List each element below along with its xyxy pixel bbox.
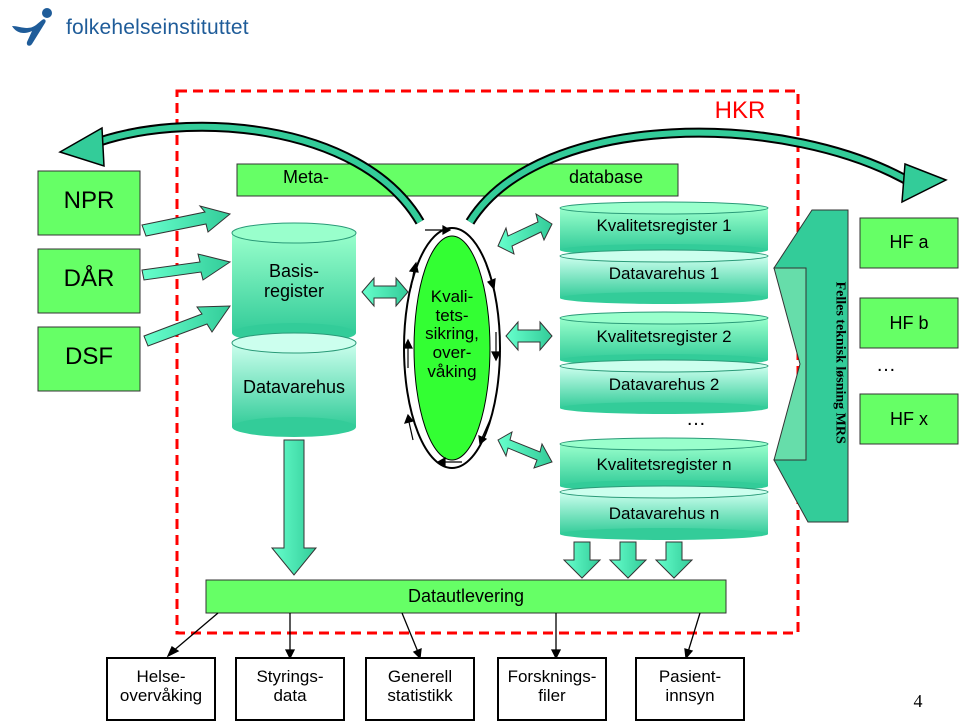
arrow-dar-to-basis (141, 253, 232, 281)
registers-ellipsis: … (686, 408, 706, 430)
output-1-label: Helse- overvåking (119, 667, 203, 705)
hf-b-label: HF b (889, 313, 929, 333)
delivery-lines (166, 612, 701, 660)
meta-label-right: database (568, 167, 644, 187)
arrow-npr-to-basis (141, 205, 232, 237)
register-stack (559, 201, 769, 540)
output-box-4 (497, 657, 607, 721)
source-dar-label: DÅR (63, 265, 115, 292)
meta-label-left: Meta- (282, 167, 329, 187)
arrow-reg-to-delivery-1 (562, 541, 602, 579)
hkr-boundary (175, 89, 800, 635)
curved-arrow-left-head (58, 126, 105, 168)
hf-a-label: HF a (889, 232, 929, 252)
brand-logo: folkehelseinstituttet (6, 4, 306, 48)
title-hkr: HKR (714, 97, 766, 124)
meta-database-bar (236, 163, 679, 197)
brand-name: folkehelseinstituttet (66, 16, 249, 39)
register-1-label: Kvalitetsregister 1 (596, 216, 732, 235)
arrow-dsf-to-basis (143, 305, 231, 347)
circulation-arrows (403, 224, 501, 468)
basis-cylinder (231, 222, 357, 437)
output-2-label: Styrings- data (256, 667, 324, 705)
datavarehus-1-label: Datavarehus 1 (608, 264, 720, 283)
output-box-1 (106, 657, 216, 721)
hf-box-a (859, 217, 959, 269)
output-5-label: Pasient- innsyn (658, 667, 722, 705)
basis-register-label: Basis- register (263, 261, 325, 301)
output-box-2 (235, 657, 345, 721)
hf-box-x (859, 393, 959, 445)
register-n-label: Kvalitetsregister n (596, 455, 732, 474)
quality-loop-inner (413, 235, 491, 461)
basis-datavarehus-label: Datavarehus (242, 377, 346, 397)
logo-icon (12, 8, 52, 46)
arrow-quality-reg1 (497, 212, 553, 255)
curved-arrow-left-inner (88, 123, 423, 224)
source-box-npr (37, 170, 141, 236)
output-box-3 (365, 657, 475, 721)
source-dsf-label: DSF (65, 343, 113, 370)
curved-arrow-right-head (901, 162, 948, 204)
arrow-quality-reg2 (505, 320, 553, 352)
register-2-label: Kvalitetsregister 2 (596, 327, 732, 346)
page-number: 4 (913, 691, 923, 711)
hf-x-label: HF x (890, 409, 928, 429)
felles-mrs-label: Felles teknisk løsning MRS (832, 281, 848, 444)
delivery-label: Datautlevering (407, 586, 525, 606)
arrow-basis-quality (361, 276, 409, 308)
arrow-reg-to-delivery-2 (608, 541, 648, 579)
datavarehus-n-label: Datavarehus n (608, 504, 720, 523)
source-box-dsf (37, 326, 141, 392)
source-npr-label: NPR (63, 187, 115, 214)
output-box-5 (635, 657, 745, 721)
output-4-label: Forsknings- filer (507, 667, 597, 705)
source-box-dar (37, 248, 141, 314)
arrow-quality-regn (497, 430, 553, 469)
arrow-basis-to-delivery (270, 439, 318, 576)
delivery-bar (205, 579, 727, 614)
hf-ellipsis: … (876, 354, 896, 376)
hf-box-b (859, 297, 959, 349)
output-3-label: Generell statistikk (387, 667, 453, 705)
curved-arrow-right-inner (467, 129, 917, 224)
arrow-reg-to-delivery-3 (654, 541, 694, 579)
quality-loop-label: Kvali- tets- sikring, over- våking (425, 287, 479, 381)
felles-mrs-chevron (773, 267, 807, 461)
datavarehus-2-label: Datavarehus 2 (608, 375, 720, 394)
